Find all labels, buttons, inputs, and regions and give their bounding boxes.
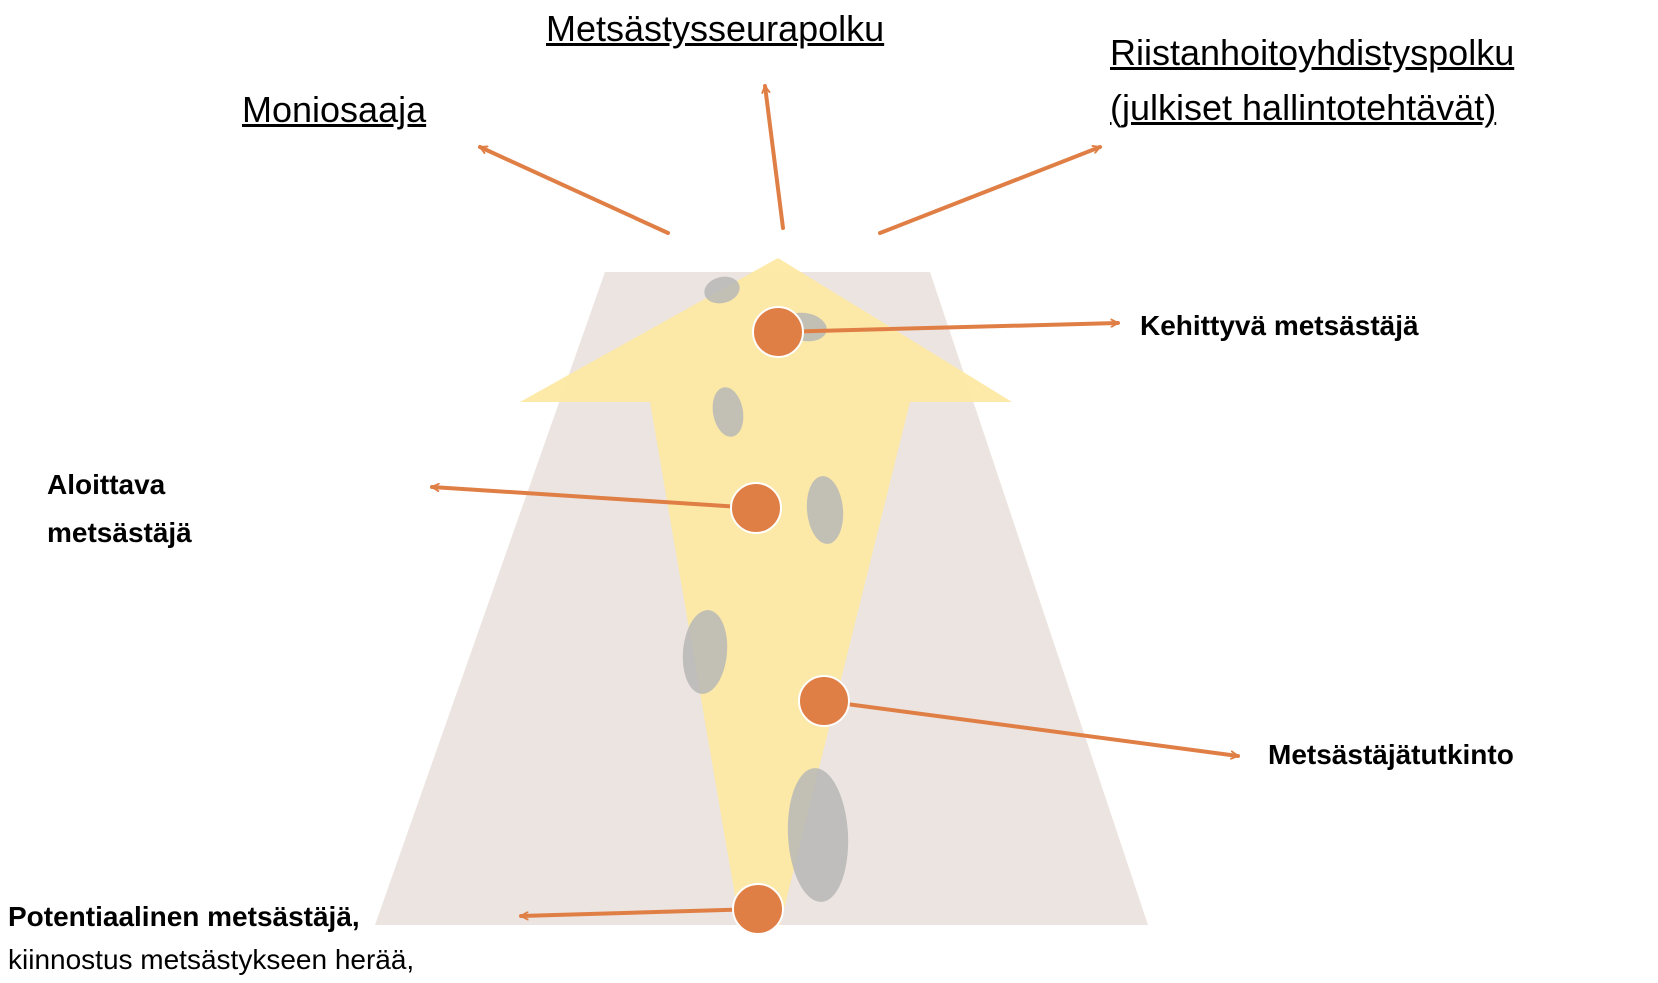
milestone-dot-icon	[753, 307, 803, 357]
arrow-to-riista	[880, 147, 1100, 233]
stage-sublabel-potentiaalinen: kiinnostus metsästykseen herää,	[8, 940, 414, 980]
arrow-to-moniosaaja	[480, 147, 668, 233]
milestone-dot-icon	[799, 676, 849, 726]
stage-label-kehittyva: Kehittyvä metsästäjä	[1140, 306, 1419, 346]
stage-label-tutkinto: Metsästäjätutkinto	[1268, 735, 1514, 775]
milestone-dot-icon	[731, 483, 781, 533]
path-link-metsastysseurapolku[interactable]: Metsästysseurapolku	[546, 7, 884, 51]
arrow-to-metsastysseura	[765, 86, 783, 228]
path-link-moniosaaja[interactable]: Moniosaaja	[242, 88, 426, 132]
path-link-julkiset-hallintotehtavat[interactable]: (julkiset hallintotehtävät)	[1110, 86, 1496, 130]
stage-label-aloittava-1: Aloittava	[47, 465, 165, 505]
stage-label-potentiaalinen: Potentiaalinen metsästäjä,	[8, 897, 360, 937]
milestone-dot-icon	[733, 884, 783, 934]
path-link-riistanhoitoyhdistyspolku[interactable]: Riistanhoitoyhdistyspolku	[1110, 31, 1514, 75]
stage-label-aloittava-2: metsästäjä	[47, 513, 192, 553]
